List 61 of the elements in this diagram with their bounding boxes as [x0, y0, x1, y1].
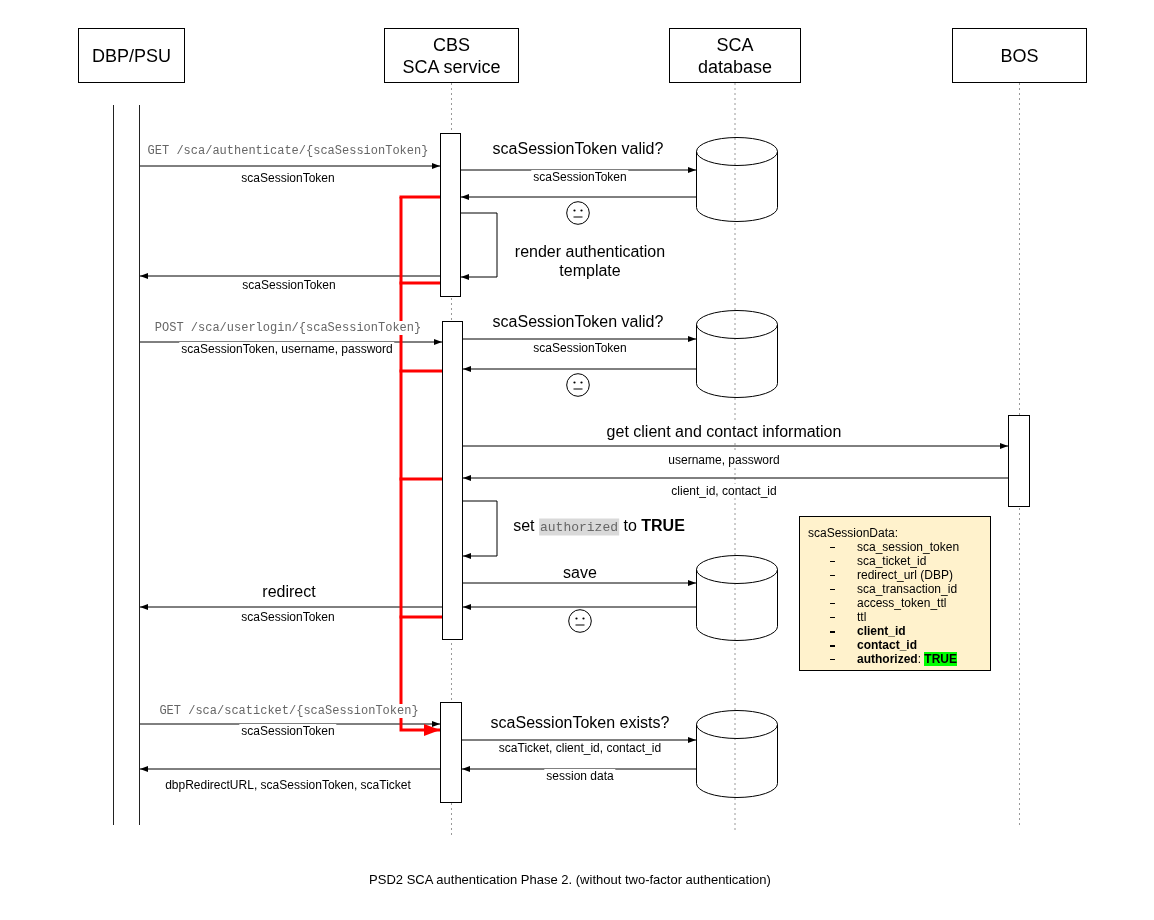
message-label: GET /sca/authenticate/{scaSessionToken}	[145, 144, 431, 158]
participant-box	[952, 28, 1087, 83]
arrow	[460, 194, 697, 200]
message-label: client_id, contact_id	[669, 484, 779, 498]
activation-bar	[440, 702, 462, 803]
arrow	[139, 766, 441, 772]
database-cylinder	[696, 555, 778, 641]
message-label: scaSessionToken	[531, 170, 629, 184]
list-item: sca_session_token	[857, 540, 960, 554]
message-label: username, password	[666, 453, 782, 467]
participant-label: CBS SCA service	[402, 33, 501, 78]
message-label: GET /sca/scaticket/{scaSessionToken}	[157, 704, 421, 718]
message-label: scaSessionToken, username, password	[179, 342, 395, 356]
database-cylinder	[696, 710, 778, 798]
activation-bar	[1008, 415, 1030, 507]
database-cylinder	[696, 137, 778, 222]
arrow	[462, 580, 697, 586]
note-heading: scaSessionData:	[808, 526, 899, 540]
participant-box	[384, 28, 519, 83]
connector-line	[399, 195, 442, 199]
lifeline-bar	[113, 105, 140, 825]
arrow	[462, 443, 1009, 449]
message-label: set authorized to TRUE	[511, 515, 687, 537]
message-label: session data	[544, 769, 616, 783]
list-item: ttl	[857, 610, 867, 624]
list-item: contact_id	[857, 638, 917, 652]
arrow	[462, 366, 697, 372]
self-arrow	[462, 500, 498, 559]
participant-label: DBP/PSU	[92, 44, 171, 67]
arrow	[399, 197, 440, 736]
self-arrow	[460, 212, 498, 280]
arrow	[139, 163, 441, 169]
participant-box	[78, 28, 185, 83]
message-label: scaTicket, client_id, contact_id	[496, 741, 664, 755]
message-label: dbpRedirectURL, scaSessionToken, scaTicket	[163, 778, 413, 792]
activation-bar	[442, 321, 463, 640]
arrow	[462, 475, 1009, 481]
caption: PSD2 SCA authentication Phase 2. (without two-factor authentication)	[369, 872, 771, 888]
list-item: sca_transaction_id	[857, 582, 958, 596]
message-label: scaSessionToken	[240, 278, 338, 292]
arrow	[462, 336, 697, 342]
list-item: client_id	[857, 624, 906, 638]
list-item: redirect_url (DBP)	[857, 568, 954, 582]
participant-box	[669, 28, 801, 83]
participant-label: SCA database	[697, 33, 773, 78]
message-label: scaSessionToken	[239, 171, 337, 185]
message-label: scaSessionToken	[239, 724, 337, 738]
note-box	[799, 516, 991, 671]
arrow	[462, 604, 697, 610]
message-label: scaSessionToken	[531, 341, 629, 355]
arrow	[461, 737, 697, 743]
list-item: access_token_ttl	[857, 596, 947, 610]
arrow	[139, 273, 441, 279]
message-label: get client and contact information	[604, 421, 844, 441]
list-item: authorized: TRUE	[857, 652, 957, 666]
message-label: scaSessionToken	[239, 610, 337, 624]
database-cylinder	[696, 310, 778, 398]
participant-label: BOS	[1000, 44, 1039, 67]
list-item: sca_ticket_id	[857, 554, 927, 568]
activation-bar	[440, 133, 461, 297]
arrow	[139, 604, 443, 610]
